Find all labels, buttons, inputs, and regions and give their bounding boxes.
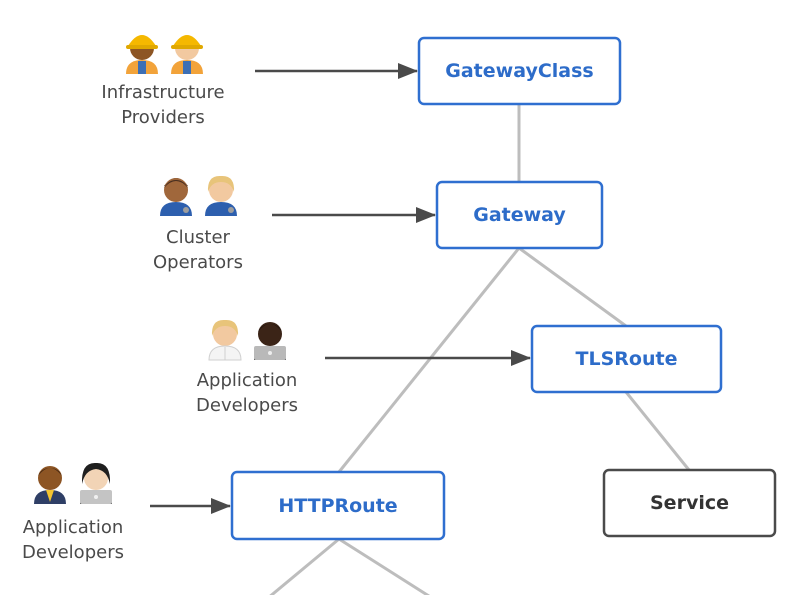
technologist-icon xyxy=(80,462,112,504)
httproute-label: HTTPRoute xyxy=(278,495,397,517)
construction-worker-icon xyxy=(126,35,158,74)
actor-infrastructure-providers-line2: Providers xyxy=(121,107,205,128)
actor-infrastructure-providers-line1: Infrastructure xyxy=(101,82,224,103)
service-label: Service xyxy=(650,492,729,514)
mechanic-icon xyxy=(160,178,192,216)
connector-tlsroute-service xyxy=(624,391,691,471)
technologist-icon xyxy=(254,322,286,360)
actor-application-developers-tls-line1: Application xyxy=(197,370,298,391)
tlsroute-label: TLSRoute xyxy=(576,348,678,370)
gateway-box xyxy=(435,180,604,250)
actor-application-developers-http-line2: Developers xyxy=(22,542,124,563)
actor-cluster-operators-line2: Operators xyxy=(153,252,243,273)
node-service: Service xyxy=(602,468,777,538)
actor-cluster-operators-line1: Cluster xyxy=(166,227,230,248)
connector-httproute-child-left xyxy=(269,537,340,595)
health-worker-icon xyxy=(208,319,242,361)
node-tlsroute: TLSRoute xyxy=(530,324,723,394)
actor-infrastructure-providers: Infrastructure Providers xyxy=(101,35,225,128)
office-worker-icon xyxy=(34,466,66,504)
mechanic-icon xyxy=(205,175,237,216)
connector-gateway-tlsroute xyxy=(518,246,627,328)
actor-cluster-operators: Cluster Operators xyxy=(153,175,243,273)
actor-application-developers-tls: Application Developers xyxy=(196,319,298,416)
actor-application-developers-http-line1: Application xyxy=(23,517,124,538)
tlsroute-box xyxy=(530,324,723,394)
construction-worker-icon xyxy=(171,35,203,74)
httproute-box xyxy=(230,470,446,541)
node-gateway: Gateway xyxy=(435,180,604,250)
gatewayclass-box xyxy=(417,36,622,106)
actor-arrows xyxy=(150,63,531,514)
tree-connectors xyxy=(269,104,691,595)
connector-httproute-child-right xyxy=(338,537,431,595)
gateway-label: Gateway xyxy=(473,204,566,226)
actor-application-developers-http: Application Developers xyxy=(22,462,124,563)
gatewayclass-label: GatewayClass xyxy=(445,60,593,82)
connector-gateway-httproute xyxy=(337,247,521,473)
node-gatewayclass: GatewayClass xyxy=(417,36,622,106)
actor-application-developers-tls-line2: Developers xyxy=(196,395,298,416)
node-httproute: HTTPRoute xyxy=(230,470,446,541)
service-box xyxy=(602,468,777,538)
